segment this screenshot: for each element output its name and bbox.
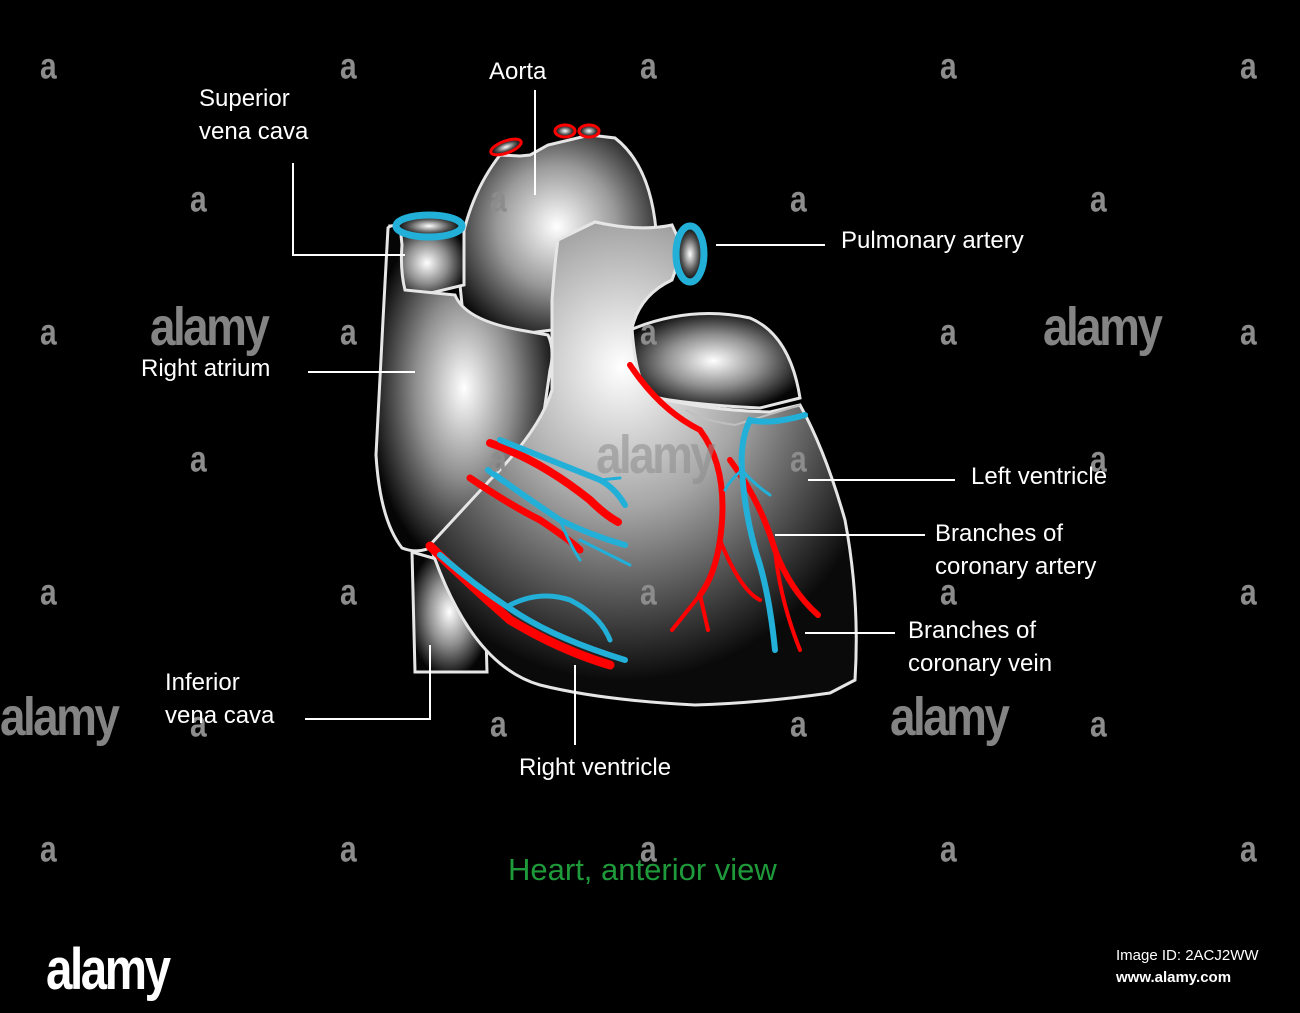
superior-vena-cava-opening	[392, 211, 466, 241]
watermark-glyph: a	[1240, 311, 1257, 353]
watermark-glyph: a	[940, 571, 957, 613]
aorta-branch-opening-1	[489, 137, 523, 157]
watermark-glyph: a	[790, 178, 807, 220]
label-pulmonary-artery: Pulmonary artery	[841, 227, 1024, 254]
label-right-atrium: Right atrium	[141, 355, 271, 382]
watermark-glyph: a	[190, 178, 207, 220]
watermark-glyph: a	[490, 178, 507, 220]
watermark-word: alamy	[890, 687, 1010, 747]
watermark-glyph: a	[790, 703, 807, 745]
watermark-glyph: a	[1240, 45, 1257, 87]
label-line: Branches of	[908, 617, 1037, 644]
label-line: vena cava	[199, 118, 309, 145]
watermark-word: alamy	[0, 687, 120, 747]
aorta-branch-opening-3	[577, 123, 601, 139]
label-left-ventricle: Left ventricle	[971, 463, 1108, 490]
watermark-word: alamy	[150, 297, 270, 357]
right-atrium-shape	[374, 223, 554, 553]
label-line: Superior	[199, 85, 290, 112]
label-coronary-vein: Branches of coronary vein	[908, 614, 1052, 680]
label-line: coronary artery	[935, 553, 1097, 580]
alamy-logo: alamy	[46, 937, 171, 1002]
ventricles-shape	[428, 220, 858, 707]
label-superior-vena-cava: Superior vena cava	[199, 82, 308, 148]
label-aorta: Aorta	[489, 58, 547, 85]
image-id-text: Image ID: 2ACJ2WW	[1116, 947, 1259, 964]
watermark-glyph: a	[340, 571, 357, 613]
watermark-glyph: a	[640, 311, 657, 353]
leader-inferior-vena-cava	[305, 645, 431, 720]
coronary-groove-line	[685, 404, 801, 427]
watermark-glyph: a	[1090, 438, 1107, 480]
watermark-glyph: a	[340, 45, 357, 87]
watermark-glyph: a	[190, 703, 207, 745]
watermark-glyph: a	[640, 45, 657, 87]
watermark-glyph: a	[640, 571, 657, 613]
watermark-glyph: a	[940, 311, 957, 353]
aorta-branch-opening-2	[553, 123, 577, 139]
watermark-glyph: a	[490, 703, 507, 745]
watermark-glyph: a	[940, 45, 957, 87]
watermark-glyph: a	[340, 311, 357, 353]
label-inferior-vena-cava: Inferior vena cava	[165, 666, 274, 732]
watermark-glyph: a	[190, 438, 207, 480]
diagram-caption: Heart, anterior view	[508, 852, 777, 887]
watermark-glyph: a	[1240, 828, 1257, 870]
label-line: vena cava	[165, 702, 275, 729]
watermark-glyph: a	[40, 45, 57, 87]
watermark-glyph: a	[640, 828, 657, 870]
watermark-glyph: a	[40, 311, 57, 353]
watermark-glyph: a	[1240, 571, 1257, 613]
coronary-veins	[437, 412, 808, 663]
watermark-glyph: a	[490, 438, 507, 480]
stock-url-text: www.alamy.com	[1116, 969, 1232, 986]
label-line: Branches of	[935, 520, 1064, 547]
label-line: Inferior	[165, 669, 240, 696]
watermark-glyph: a	[340, 828, 357, 870]
watermark-glyph: a	[40, 571, 57, 613]
label-coronary-artery: Branches of coronary artery	[935, 517, 1096, 583]
watermark-word: alamy	[1043, 297, 1163, 357]
leader-superior-vena-cava	[292, 163, 405, 256]
label-line: coronary vein	[908, 650, 1053, 677]
watermark-glyph: a	[940, 828, 957, 870]
watermark-glyph: a	[1090, 703, 1107, 745]
watermark-glyph: a	[1090, 178, 1107, 220]
label-right-ventricle: Right ventricle	[519, 754, 672, 781]
watermark-glyph: a	[790, 438, 807, 480]
pulmonary-artery-opening	[672, 222, 708, 286]
watermark-word: alamy	[596, 425, 716, 485]
watermark-glyph: a	[40, 828, 57, 870]
leader-lines	[292, 90, 955, 745]
